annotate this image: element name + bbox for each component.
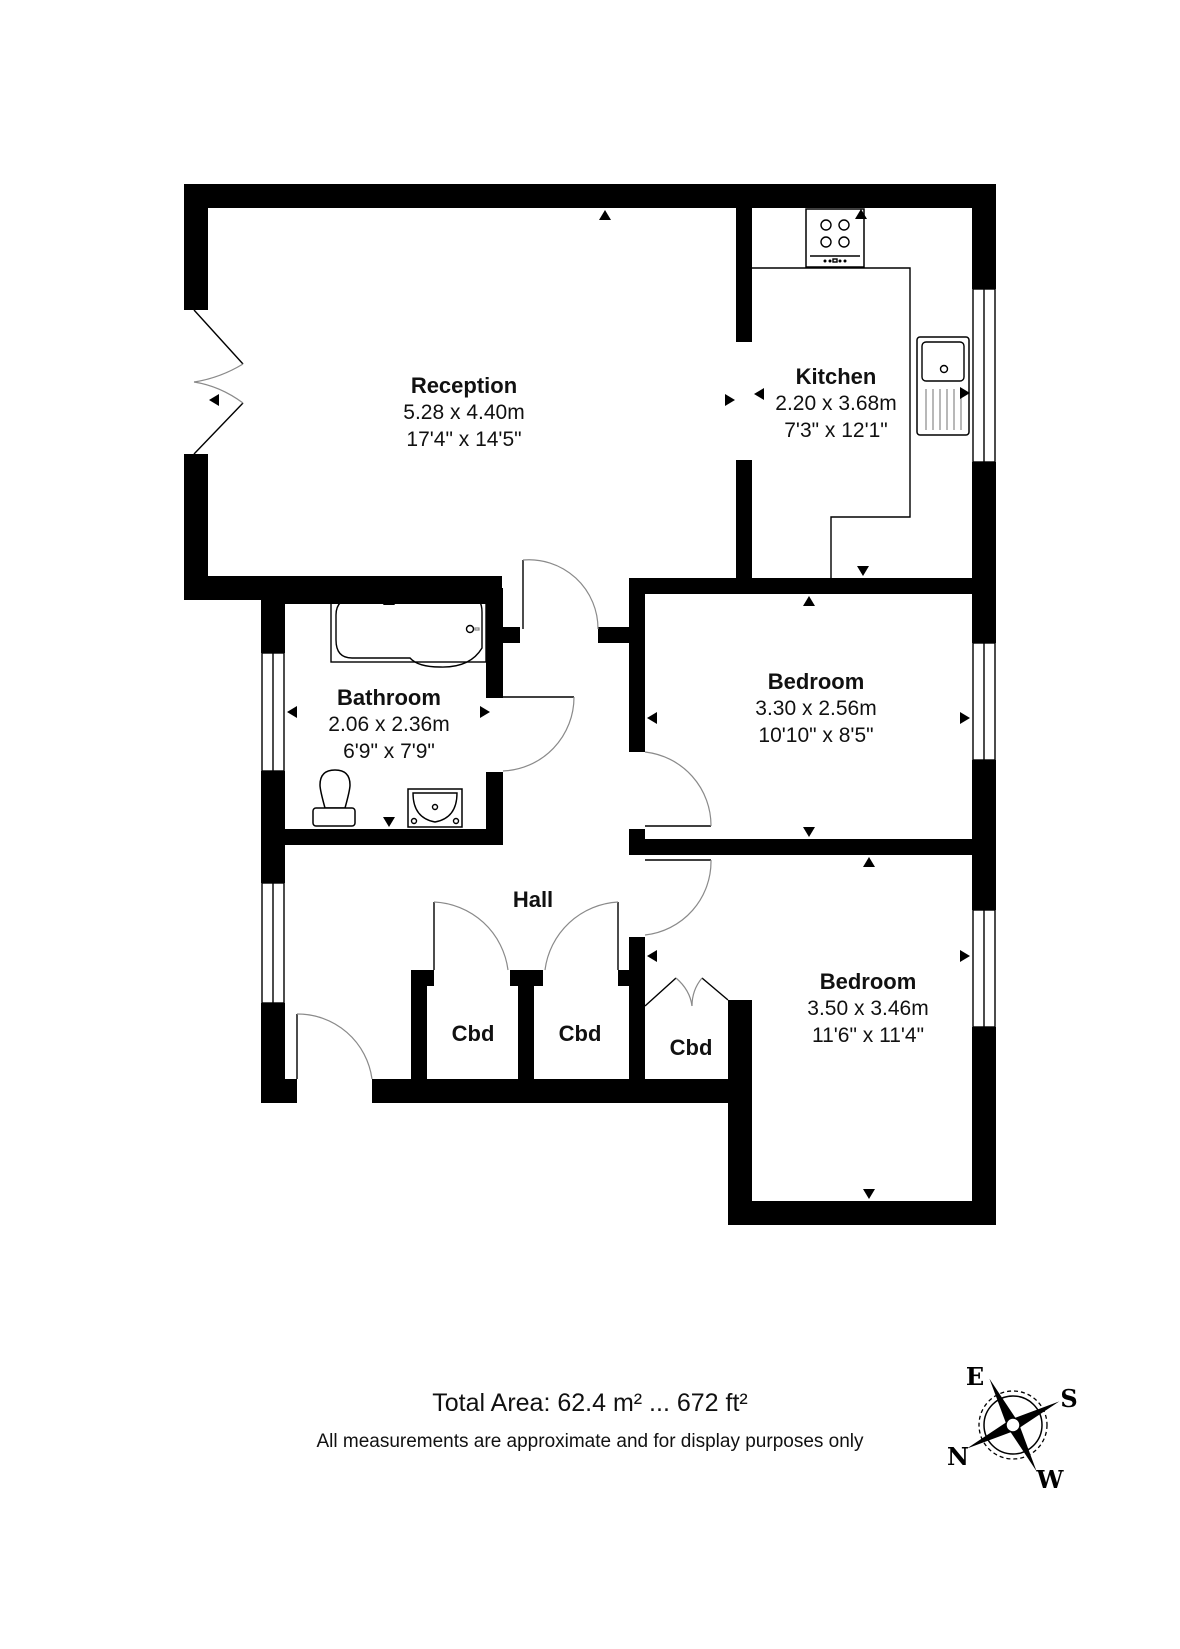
room-name: Bedroom [819,969,917,994]
door-cbd3 [644,977,729,1007]
compass-icon: E S N W [947,1362,1078,1494]
door-cbd2 [544,901,619,971]
walls [184,184,996,1225]
kitchen-worktop [752,267,911,578]
compass-e: E [966,1362,984,1391]
room-imperial: 7'3" x 12'1" [784,419,888,442]
room-imperial: 10'10" x 8'5" [758,724,874,747]
french-door-reception [193,309,244,455]
cupboard-label-1: Cbd [451,1021,495,1046]
room-imperial: 11'6" x 11'4" [811,1024,925,1047]
basin-icon [407,788,463,828]
door-bedroom1 [644,751,712,827]
hall-window [261,882,285,1004]
door-cbd1 [433,901,509,971]
toilet-icon [312,769,356,827]
room-bathroom: Bathroom 2.06 x 2.36m 6'9" x 7'9" [328,684,449,765]
bedroom2-window [972,909,996,1028]
windows [261,288,996,1028]
bathroom-window [261,652,285,772]
total-area: Total Area: 62.4 m² ... 672 ft² [432,1389,748,1417]
doors [193,309,729,1080]
room-metric: 2.20 x 3.68m [775,392,897,415]
room-imperial: 6'9" x 7'9" [343,740,435,763]
room-bedroom-2: Bedroom 3.50 x 3.46m 11'6" x 11'4" [807,968,928,1049]
room-kitchen: Kitchen 2.20 x 3.68m 7'3" x 12'1" [775,363,896,444]
disclaimer: All measurements are approximate and for… [316,1431,864,1452]
room-reception: Reception 5.28 x 4.40m 17'4" x 14'5" [403,372,524,453]
room-imperial: 17'4" x 14'5" [406,428,522,451]
room-hall: Hall [513,886,553,913]
kitchen-sink-icon [916,336,970,436]
compass-w: W [1036,1465,1065,1494]
compass-n: N [947,1442,969,1471]
room-metric: 2.06 x 2.36m [328,713,450,736]
hob-icon [805,208,865,268]
room-name: Bedroom [767,669,865,694]
bedroom1-window [972,642,996,761]
room-bedroom-1: Bedroom 3.30 x 2.56m 10'10" x 8'5" [755,668,876,749]
door-bedroom2 [644,859,712,936]
compass-s: S [1060,1384,1077,1413]
cupboard-label-3: Cbd [669,1035,713,1060]
room-name: Bathroom [337,685,441,710]
door-bathroom [502,696,575,772]
room-metric: 3.30 x 2.56m [755,697,877,720]
cupboard-label-2: Cbd [558,1021,602,1046]
room-name: Hall [512,887,554,912]
room-metric: 3.50 x 3.46m [807,997,929,1020]
room-metric: 5.28 x 4.40m [403,401,525,424]
door-reception-hall [522,559,599,630]
kitchen-window [972,288,996,463]
room-name: Kitchen [795,364,877,389]
bath-icon [330,593,487,668]
room-name: Reception [410,373,518,398]
door-entrance [296,1013,373,1080]
dimension-markers [209,209,970,1199]
